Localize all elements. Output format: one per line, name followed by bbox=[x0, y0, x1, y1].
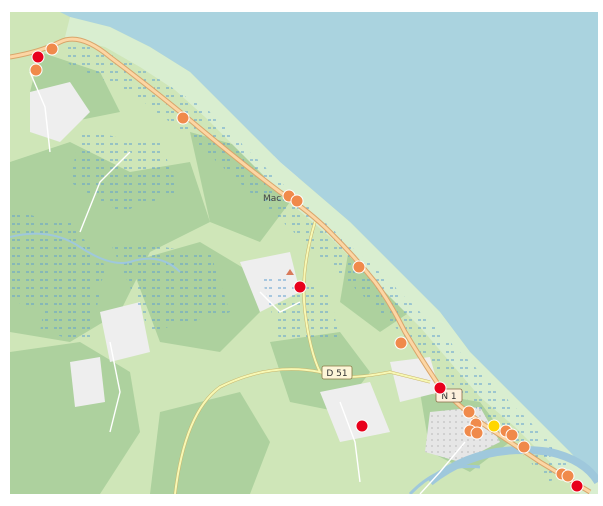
place-label: Mac bbox=[263, 194, 281, 204]
map-markers bbox=[29, 42, 584, 493]
marker-orange-icon[interactable] bbox=[45, 42, 59, 56]
marker-orange-icon[interactable] bbox=[352, 260, 366, 274]
marker-orange-icon[interactable] bbox=[470, 426, 484, 440]
marker-yellow-icon[interactable] bbox=[487, 419, 501, 433]
map-canvas[interactable]: D 51 N 1 Mac bbox=[10, 12, 598, 494]
sea bbox=[60, 12, 598, 482]
marker-red-icon[interactable] bbox=[355, 419, 369, 433]
marker-orange-icon[interactable] bbox=[561, 469, 575, 483]
road-label-n1: N 1 bbox=[441, 392, 456, 402]
marker-orange-icon[interactable] bbox=[394, 336, 408, 350]
marker-red-icon[interactable] bbox=[293, 280, 307, 294]
peak-triangle-icon bbox=[286, 269, 294, 275]
road-label-d51: D 51 bbox=[326, 369, 347, 379]
marker-orange-icon[interactable] bbox=[176, 111, 190, 125]
marker-red-icon[interactable] bbox=[433, 381, 447, 395]
secondary-roads-fill bbox=[174, 221, 431, 494]
road-label-d51-shield: D 51 bbox=[321, 365, 353, 380]
marker-orange-icon[interactable] bbox=[505, 428, 519, 442]
marker-orange-icon[interactable] bbox=[29, 63, 43, 77]
map-viewport[interactable]: D 51 N 1 Mac bbox=[10, 12, 598, 494]
marker-orange-icon[interactable] bbox=[290, 194, 304, 208]
wetland-areas bbox=[10, 37, 570, 482]
marker-orange-icon[interactable] bbox=[517, 440, 531, 454]
rivers bbox=[10, 232, 598, 494]
minor-roads bbox=[29, 71, 466, 494]
marker-red-icon[interactable] bbox=[570, 479, 584, 493]
marker-red-icon[interactable] bbox=[31, 50, 45, 64]
marker-orange-icon[interactable] bbox=[462, 405, 476, 419]
